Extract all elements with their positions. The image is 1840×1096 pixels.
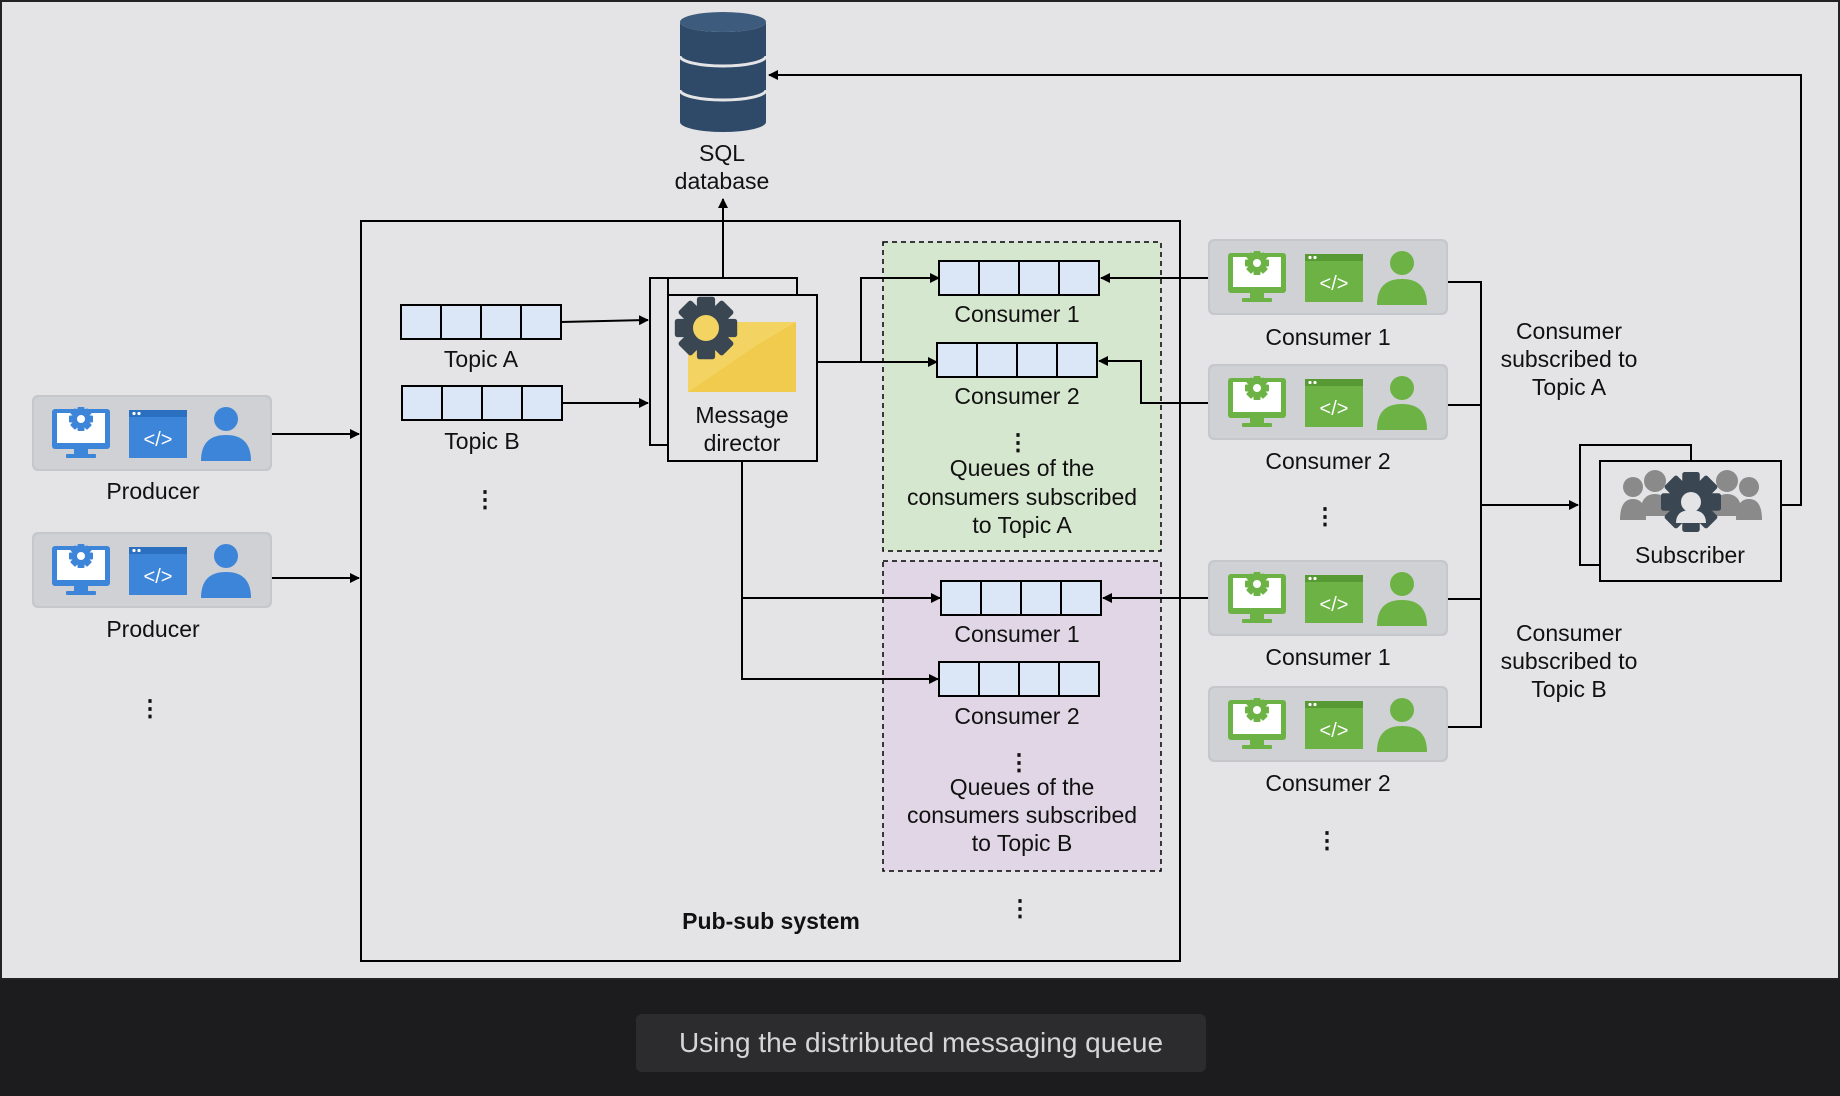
producer-card-1 xyxy=(32,395,272,471)
message-director xyxy=(649,277,818,462)
producer-label-1: Producer xyxy=(106,478,200,504)
topic-a-queue-label-1: Consumer 1 xyxy=(954,301,1079,327)
consumer-card-a1 xyxy=(1208,239,1448,315)
consumer-card-b1 xyxy=(1208,560,1448,636)
producer-card-2 xyxy=(32,532,272,608)
subscribed-b-line3: Topic B xyxy=(1531,676,1606,702)
consumer-a1-label: Consumer 1 xyxy=(1265,324,1390,350)
topic-a-consumer-2-queue xyxy=(936,342,1098,378)
topic-a-queue-ellipsis: ⋮ xyxy=(1007,429,1030,455)
topic-a-label: Topic A xyxy=(444,346,519,372)
topic-b-queue-label-2: Consumer 2 xyxy=(954,703,1079,729)
caption-text: Using the distributed messaging queue xyxy=(678,1027,1164,1058)
subscriber-box xyxy=(1579,444,1782,582)
topic-a-note-line1: Queues of the xyxy=(950,455,1095,481)
topic-a-note-line2: consumers subscribed xyxy=(907,484,1137,510)
topic-a-note-line3: to Topic A xyxy=(972,512,1072,538)
pubsub-system-box xyxy=(360,220,1181,962)
topic-b-note-line3: to Topic B xyxy=(972,830,1073,856)
consumer-a2-label: Consumer 2 xyxy=(1265,448,1390,474)
director-label-line2: director xyxy=(704,430,781,456)
pubsub-system-label: Pub-sub system xyxy=(682,908,860,934)
producer-ellipsis: ⋮ xyxy=(139,695,162,721)
consumer-a2-to-queue-arrow xyxy=(1098,356,1208,404)
topic-b-queue xyxy=(401,385,563,421)
consumer-card-a2 xyxy=(1208,364,1448,440)
topic-b-consumer-2-queue xyxy=(938,661,1100,697)
topic-a-queue-label-2: Consumer 2 xyxy=(954,383,1079,409)
topic-b-consumer-1-queue xyxy=(940,580,1102,616)
database-label-line2: database xyxy=(675,168,770,194)
topic-a-consumer-1-queue xyxy=(938,260,1100,296)
subscribed-a-line1: Consumer xyxy=(1516,318,1622,344)
topic-a-arrow xyxy=(560,315,649,326)
topic-b-queue-label-1: Consumer 1 xyxy=(954,621,1079,647)
topic-b-label: Topic B xyxy=(444,428,519,454)
subscribed-a-line3: Topic A xyxy=(1532,374,1607,400)
producer-label-2: Producer xyxy=(106,616,200,642)
topic-b-note-line2: consumers subscribed xyxy=(907,802,1137,828)
people-group-icon xyxy=(1620,470,1762,520)
caption-box: Using the distributed messaging queue xyxy=(636,1014,1206,1072)
consumer-b1-label: Consumer 1 xyxy=(1265,644,1390,670)
topic-b-note-line1: Queues of the xyxy=(950,774,1095,800)
director-to-b2-arrow xyxy=(741,598,939,684)
subscribed-b-line2: subscribed to xyxy=(1501,648,1638,674)
topic-ellipsis: ⋮ xyxy=(474,486,497,512)
subscribed-a-line2: subscribed to xyxy=(1501,346,1638,372)
database-label-line1: SQL xyxy=(699,140,745,166)
subscriber-to-database-arrow xyxy=(768,70,1802,506)
consumer-a-ellipsis: ⋮ xyxy=(1314,503,1337,529)
topic-a-queue xyxy=(400,304,562,340)
topic-b-queue-ellipsis: ⋮ xyxy=(1008,749,1031,775)
system-ellipsis: ⋮ xyxy=(1009,895,1032,921)
director-label-line1: Message xyxy=(695,402,788,428)
consumer-card-b2 xyxy=(1208,686,1448,762)
subscribed-b-line1: Consumer xyxy=(1516,620,1622,646)
consumer-b2-label: Consumer 2 xyxy=(1265,770,1390,796)
database-icon xyxy=(678,12,768,132)
subscriber-label: Subscriber xyxy=(1635,542,1745,568)
consumer-b-ellipsis: ⋮ xyxy=(1316,827,1339,853)
